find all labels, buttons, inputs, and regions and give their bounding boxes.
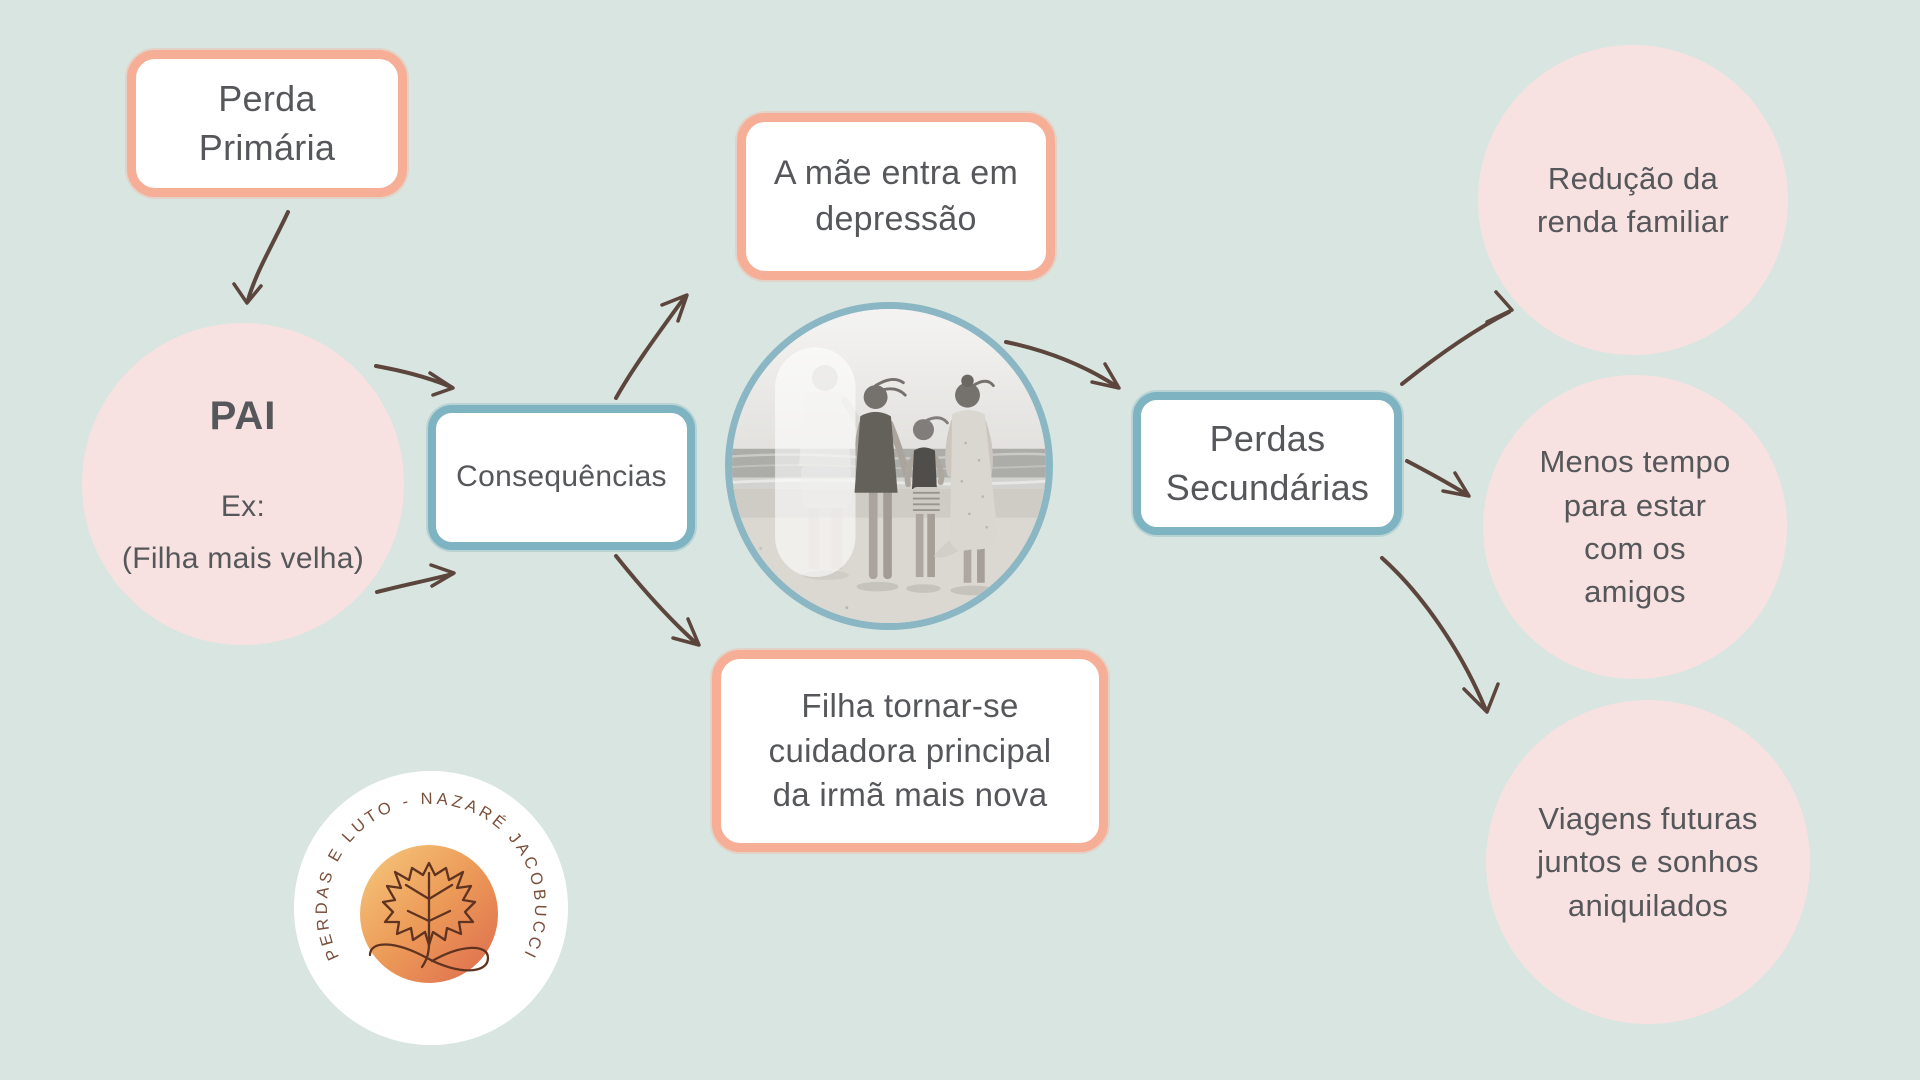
arrow-perdas-to-viagens xyxy=(1380,556,1500,714)
arrow-consequencias-to-filha xyxy=(614,554,701,647)
younger-daughter-figure xyxy=(904,416,949,593)
arrow-perdas-to-tempo xyxy=(1405,459,1471,498)
arrow-perda-primaria-to-pai xyxy=(232,210,290,305)
father-fade-overlay xyxy=(775,347,856,578)
node-viagens-futuras-label: Viagens futuras juntos e sonhos aniquila… xyxy=(1537,800,1759,923)
node-consequencias-label: Consequências xyxy=(456,460,667,494)
node-viagens-futuras: Viagens futuras juntos e sonhos aniquila… xyxy=(1486,700,1810,1024)
node-perdas-secundarias: Perdas Secundárias xyxy=(1133,392,1402,535)
node-consequencias: Consequências xyxy=(428,405,695,550)
node-pai: PAI Ex: (Filha mais velha) xyxy=(82,323,404,645)
leaf-icon xyxy=(368,861,490,972)
pai-example-label: Ex: xyxy=(220,490,266,523)
arrow-perdas-to-renda xyxy=(1400,290,1514,386)
node-perdas-secundarias-label: Perdas Secundárias xyxy=(1165,417,1370,508)
mother-figure xyxy=(933,374,999,596)
family-beach-photo xyxy=(725,302,1053,630)
node-menos-tempo: Menos tempo para estar com os amigos xyxy=(1483,375,1787,679)
node-reducao-renda: Redução da renda familiar xyxy=(1478,45,1788,355)
brand-logo: PERDAS E LUTO - NAZARÉ JACOBUCCI xyxy=(294,771,568,1045)
node-filha-cuidadora-label: Filha tornar-se cuidadora principal da i… xyxy=(768,687,1052,814)
arrow-pai-to-consequencias-top xyxy=(374,364,455,397)
pai-title: PAI xyxy=(209,394,277,438)
brand-logo-art: PERDAS E LUTO - NAZARÉ JACOBUCCI xyxy=(294,771,568,1045)
arrow-consequencias-to-mae xyxy=(614,293,689,400)
node-perda-primaria: Perda Primária xyxy=(127,50,407,197)
family-beach-photo-art xyxy=(732,309,1046,623)
node-mae-depressao-label: A mãe entra em depressão xyxy=(773,153,1019,238)
node-filha-cuidadora: Filha tornar-se cuidadora principal da i… xyxy=(712,650,1108,852)
node-reducao-renda-label: Redução da renda familiar xyxy=(1536,160,1729,239)
node-mae-depressao: A mãe entra em depressão xyxy=(737,113,1055,280)
node-perda-primaria-label: Perda Primária xyxy=(198,77,336,168)
older-daughter-figure xyxy=(854,378,910,592)
node-menos-tempo-label: Menos tempo para estar com os amigos xyxy=(1539,444,1731,610)
arrow-pai-to-consequencias-bottom xyxy=(375,563,456,594)
pai-example-detail: (Filha mais velha) xyxy=(121,542,365,575)
